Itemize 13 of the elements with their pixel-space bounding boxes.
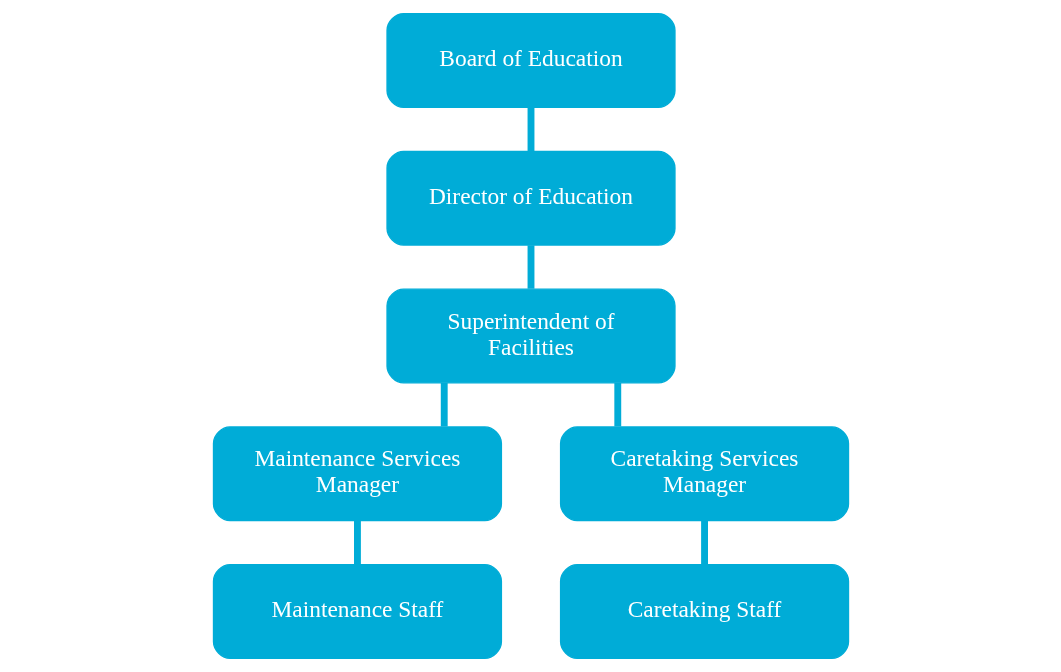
connector (527, 245, 534, 289)
node-box: Caretaking Staff (559, 563, 849, 659)
connector (613, 383, 621, 427)
connector (440, 383, 448, 427)
connector (700, 520, 708, 565)
connector (527, 107, 534, 151)
node-box: Superintendent of Facilities (385, 288, 676, 384)
connector (353, 520, 361, 565)
node-box: Caretaking Services Manager (559, 426, 849, 522)
node-box: Director of Education (385, 150, 676, 246)
node-box: Maintenance Services Manager (212, 426, 502, 522)
node-box: Maintenance Staff (212, 563, 502, 659)
node-box: Board of Education (385, 13, 676, 109)
